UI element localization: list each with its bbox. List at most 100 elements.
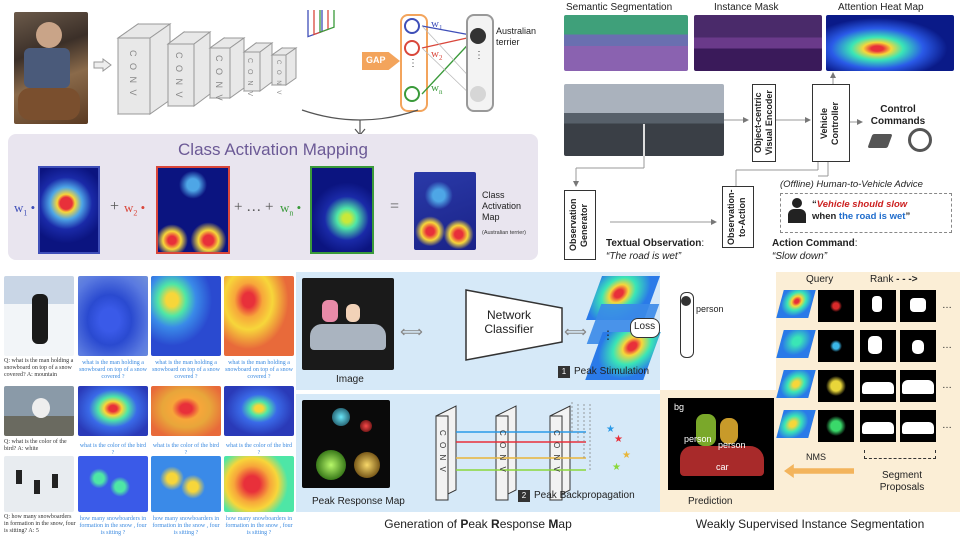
vqa-question-2: Q: what is the color of the bird? A: whi…	[4, 439, 67, 452]
step1-badge: 1	[558, 366, 570, 378]
star-yellow: ★	[622, 450, 631, 461]
gap-node-red	[404, 40, 420, 56]
cam-panel: C O N V C O N V C O N V C O N V C O N V …	[0, 0, 545, 262]
drive-panel: Semantic Segmentation Instance Mask Atte…	[548, 0, 960, 270]
vqa-caption-1a: what is the man holding a snowboard on t…	[79, 360, 147, 380]
output-node-active	[470, 28, 486, 44]
vqa-photo-2	[4, 386, 74, 436]
vqa-att-3a	[78, 456, 148, 512]
vqa-caption-3c: how many snowboarders in formation in th…	[225, 516, 293, 536]
vqa-photo-1	[4, 276, 74, 356]
seg-image-attention	[826, 15, 954, 71]
seg-label-instance: Instance Mask	[714, 2, 779, 13]
weight-wn: wn	[431, 82, 443, 97]
steering-wheel-icon	[908, 128, 932, 152]
rank-dots-1: …	[942, 300, 952, 311]
proposal-1a	[860, 290, 896, 322]
advice-red-text: Vehicle should slow	[816, 199, 908, 210]
prm-arrow-2: ⟺	[564, 324, 587, 341]
cam-plus-1: +	[110, 198, 120, 215]
rank-dots-4: …	[942, 420, 952, 431]
segment-proposals-label: Segment Proposals	[879, 470, 925, 493]
prm-conv-label-1: C O N V	[438, 430, 447, 474]
action-cmd-value: “Slow down”	[772, 251, 828, 262]
cam-input-photo	[14, 12, 88, 124]
cam-result-label: Class Activation Map	[482, 190, 522, 222]
cam-equals: =	[390, 198, 400, 215]
wsis-caption: Weakly Supervised Instance Segmentation	[695, 517, 925, 531]
vqa-caption-2a: what is the color of the bird ?	[79, 443, 147, 456]
network-classifier-label: Network Classifier	[484, 308, 534, 336]
vqa-att-2a	[78, 386, 148, 436]
rank-label: Rank - - ->	[870, 274, 918, 285]
proposal-4b	[900, 410, 936, 442]
seg-label-semantic: Semantic Segmentation	[566, 2, 673, 13]
vqa-question-1: Q: what is the man holding a snowboard o…	[4, 358, 74, 378]
prm-input-photo	[302, 278, 394, 370]
rank-dots-2: …	[942, 340, 952, 351]
prm-response-label: Peak Response Map	[312, 496, 405, 507]
vqa-question-3: Q: how many snowboarders in formation in…	[4, 514, 76, 534]
proposal-2b	[900, 330, 936, 362]
advice-blue-text: the road is wet	[838, 211, 906, 222]
prm-person-label: person	[696, 304, 724, 314]
cam-map-n	[310, 166, 374, 254]
visual-encoder-box: Object-centric Visual Encoder	[752, 84, 776, 162]
cam-w2: w2 •	[124, 200, 146, 218]
cam-plus-dots: + … +	[234, 199, 274, 215]
pred-person-label-1: person	[684, 434, 712, 444]
vqa-att-3c	[224, 456, 294, 512]
cam-conv-label-1: C O N V	[128, 50, 138, 98]
vqa-att-1b	[151, 276, 221, 356]
prm-conv-label-3: C O N V	[552, 430, 561, 474]
query-peak-1	[818, 290, 854, 322]
star-blue: ★	[606, 424, 615, 435]
wsis-panel: Query Rank - - -> … … … … Segment Propos…	[660, 272, 960, 540]
cam-map-1	[38, 166, 100, 254]
prm-arrow-1: ⟺	[400, 324, 423, 341]
offline-advice-label: (Offline) Human-to-Vehicle Advice	[780, 179, 923, 190]
pred-car-label: car	[716, 462, 729, 472]
vqa-caption-2b: what is the color of the bird ?	[152, 443, 220, 456]
advice-text: “Vehicle should slow when the road is we…	[812, 199, 952, 223]
prm-panel: Image ⟺ Network Classifier ⟺ ⋮ person Lo…	[296, 272, 724, 540]
cam-conv-label-3: C O N V	[214, 55, 224, 103]
pred-person-label-2: person	[718, 440, 746, 450]
prm-image-label: Image	[336, 374, 364, 385]
query-peak-3	[818, 370, 854, 402]
prm-class-column	[680, 292, 694, 358]
cam-input-arrow	[93, 58, 112, 72]
star-green: ★	[612, 462, 621, 473]
cam-conv-stack	[116, 10, 335, 115]
advice-box	[780, 193, 952, 233]
vqa-att-2c	[224, 386, 294, 436]
peak-maps-dots: ⋮	[602, 328, 614, 342]
prm-conv-stack	[435, 402, 591, 501]
vqa-caption-2c: what is the color of the bird ?	[225, 443, 293, 456]
seg-label-attention: Attention Heat Map	[838, 2, 924, 13]
cam-conv-label-2: C O N V	[174, 52, 184, 100]
control-commands-label: Control Commands	[870, 104, 926, 127]
road-photo	[564, 84, 724, 156]
textual-obs-label: Textual Observation:	[606, 238, 705, 249]
vqa-photo-3	[4, 456, 74, 512]
vqa-att-1a	[78, 276, 148, 356]
weight-w2: w2	[431, 48, 443, 63]
vqa-caption-3a: how many snowboarders in formation in th…	[79, 516, 147, 536]
prediction-label: Prediction	[688, 496, 733, 507]
prm-caption: Generation of Peak Response Map	[384, 517, 572, 531]
proposals-bracket	[864, 450, 936, 459]
step2-label: Peak Backpropagation	[534, 490, 635, 501]
output-class-label: Australian terrier	[496, 26, 537, 47]
vqa-caption-1c: what is the man holding a snowboard on t…	[225, 360, 293, 380]
proposal-3a	[860, 370, 896, 402]
loss-label: Loss	[634, 321, 656, 332]
star-red: ★	[614, 434, 623, 445]
gap-node-blue	[404, 18, 420, 34]
obs-generator-label: Observation Generator	[568, 198, 589, 252]
prm-response-photo	[302, 400, 390, 488]
vehicle-controller-box: Vehicle Controller	[812, 84, 850, 162]
textual-obs-value: “The road is wet”	[606, 251, 682, 262]
query-peak-4	[818, 410, 854, 442]
query-label: Query	[806, 274, 834, 285]
